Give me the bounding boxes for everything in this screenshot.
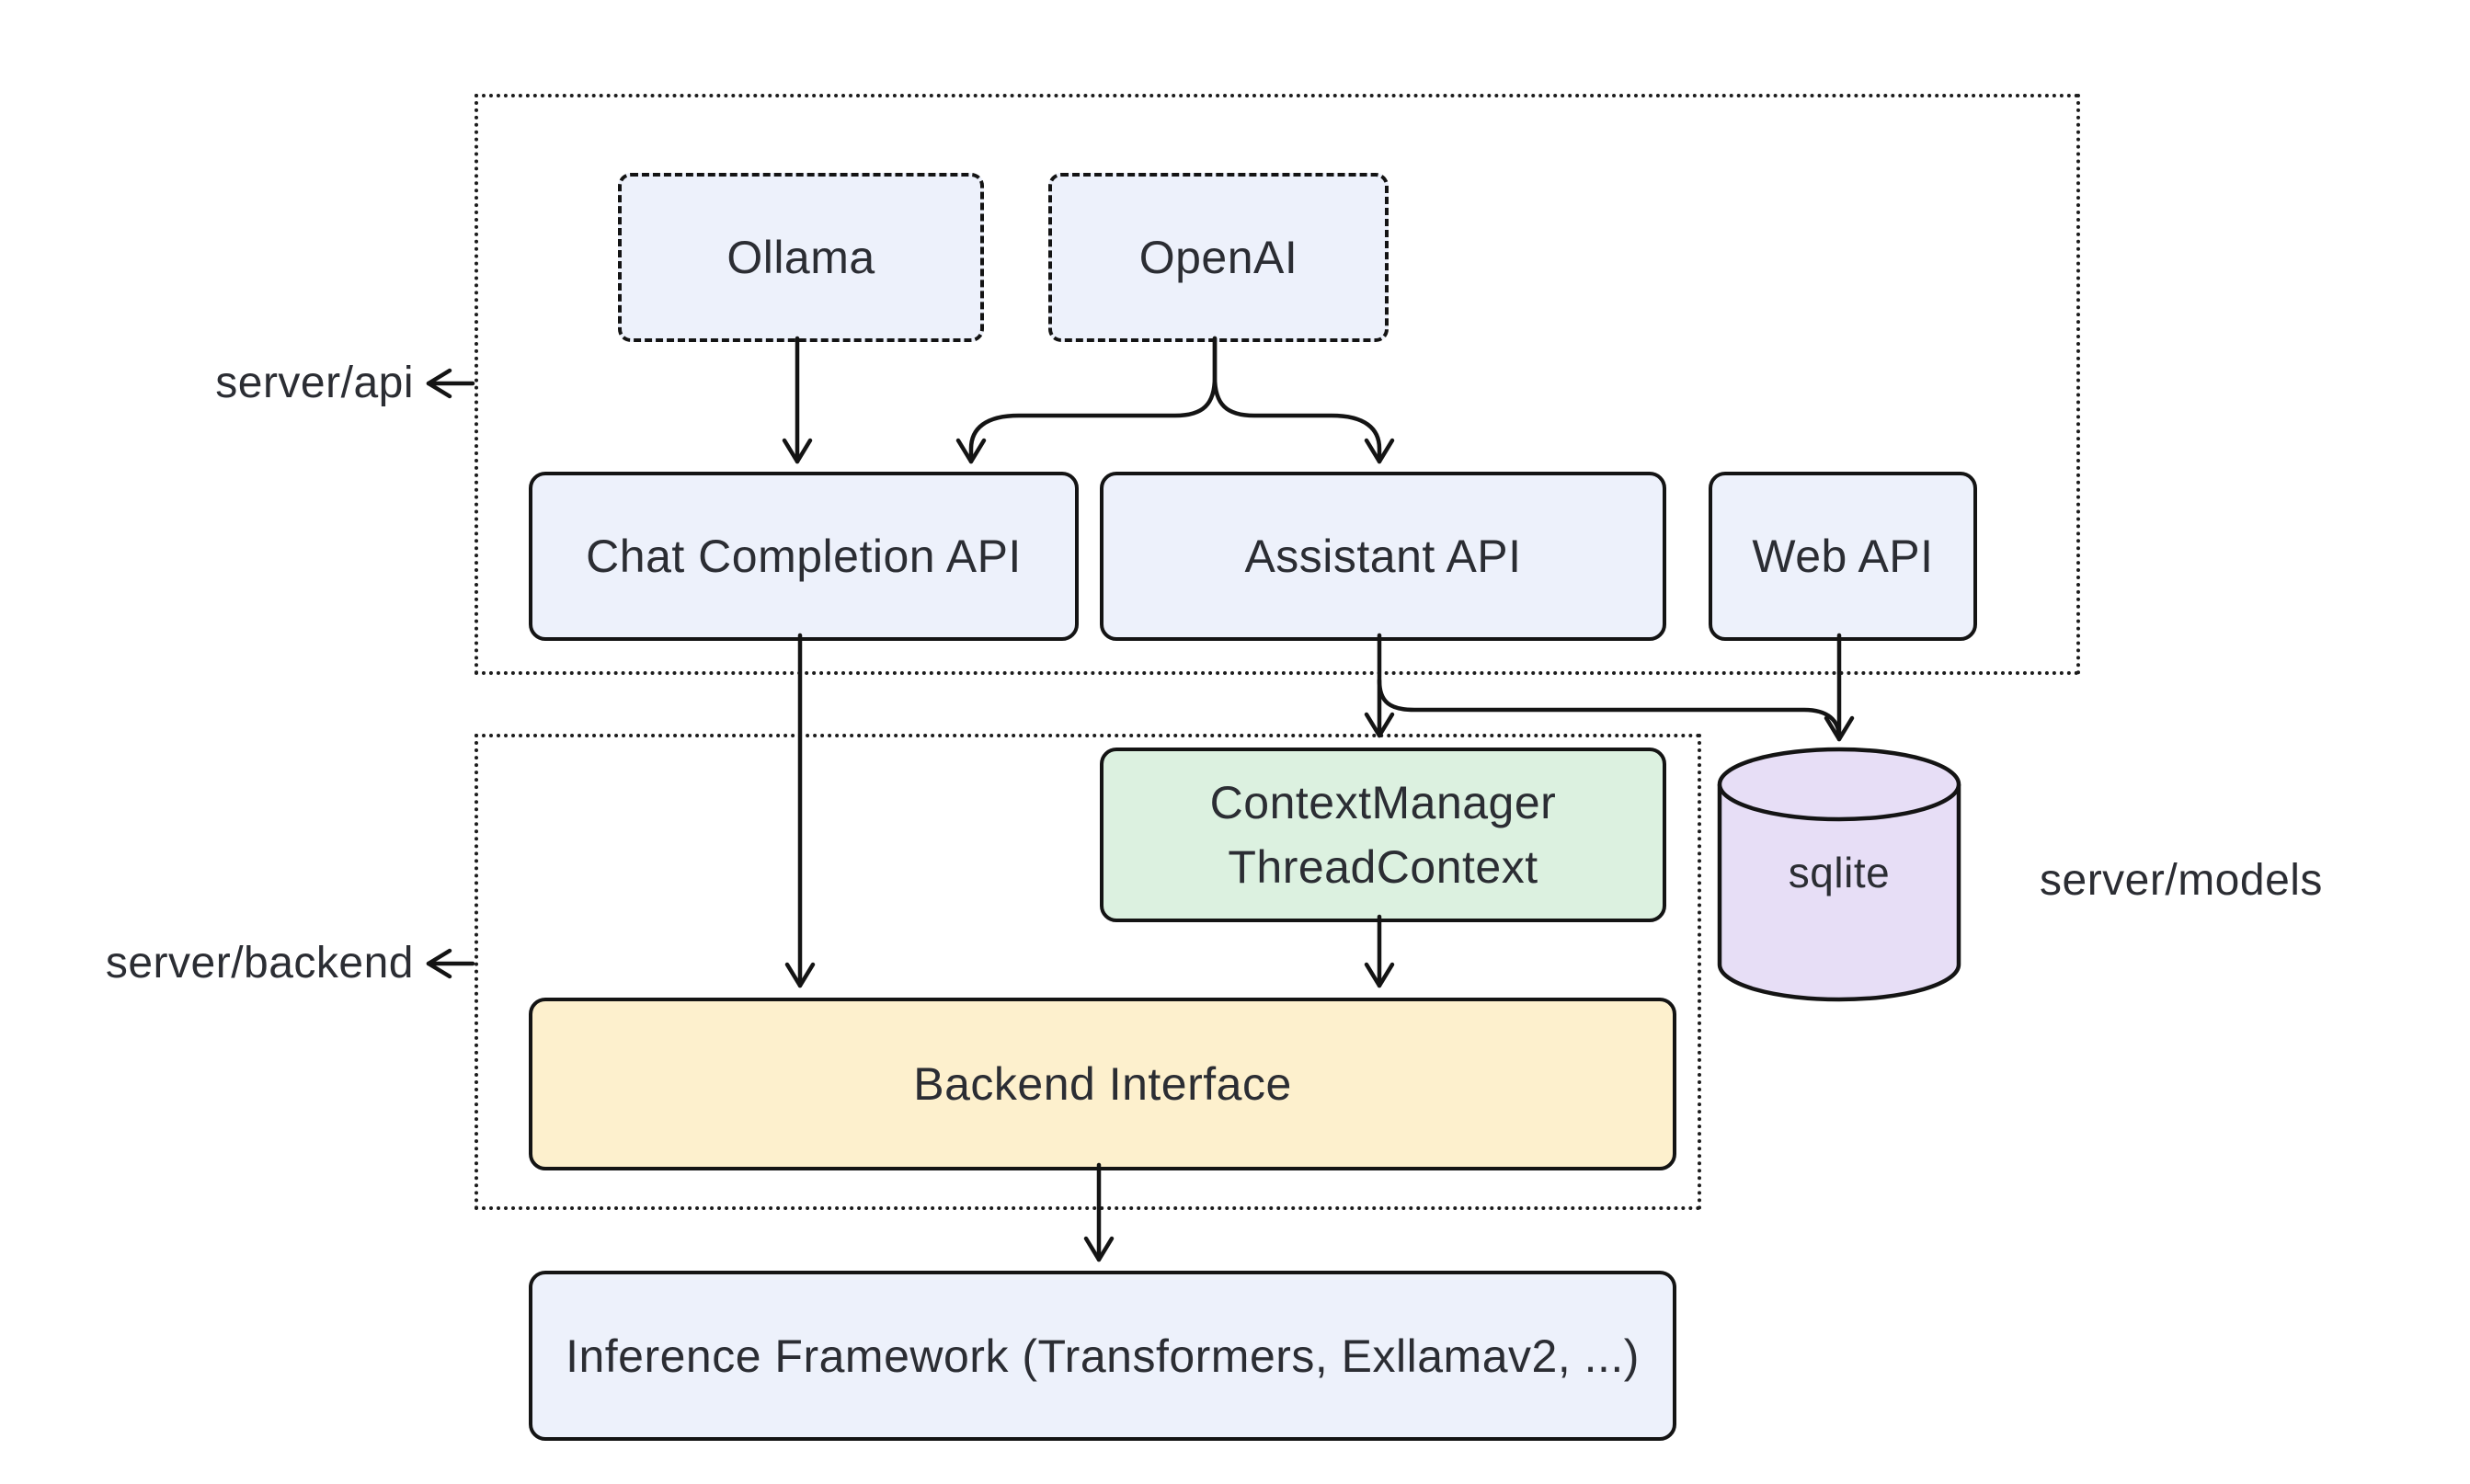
server-api-label: server/api xyxy=(215,359,414,407)
node-assistant-api: Assistant API xyxy=(1100,472,1666,641)
node-ollama: Ollama xyxy=(618,173,984,342)
server-api-container xyxy=(475,94,2080,675)
server-models-label: server/models xyxy=(2040,856,2323,905)
node-context-manager-line1: ContextManager xyxy=(1209,777,1557,828)
node-inference-framework-label: Inference Framework (Transformers, Exlla… xyxy=(566,1330,1640,1382)
node-chat-completion-api-label: Chat Completion API xyxy=(586,531,1022,582)
node-openai-label: OpenAI xyxy=(1138,232,1298,283)
node-openai: OpenAI xyxy=(1048,173,1389,342)
node-web-api-label: Web API xyxy=(1752,531,1934,582)
node-ollama-label: Ollama xyxy=(726,232,875,283)
node-inference-framework: Inference Framework (Transformers, Exlla… xyxy=(529,1271,1676,1441)
node-backend-interface-label: Backend Interface xyxy=(913,1058,1292,1110)
node-web-api: Web API xyxy=(1709,472,1977,641)
node-context-manager-line2: ThreadContext xyxy=(1228,841,1538,893)
server-backend-container xyxy=(475,734,1701,1210)
node-backend-interface: Backend Interface xyxy=(529,998,1676,1170)
node-assistant-api-label: Assistant API xyxy=(1244,531,1522,582)
sqlite-cylinder-top xyxy=(1717,747,1961,822)
arrow-assistant-api-to-sqlite xyxy=(1377,678,1842,740)
node-sqlite-label: sqlite xyxy=(1788,849,1891,896)
node-context-manager: ContextManager ThreadContext xyxy=(1100,748,1666,922)
node-chat-completion-api: Chat Completion API xyxy=(529,472,1079,641)
server-backend-label: server/backend xyxy=(105,939,414,987)
